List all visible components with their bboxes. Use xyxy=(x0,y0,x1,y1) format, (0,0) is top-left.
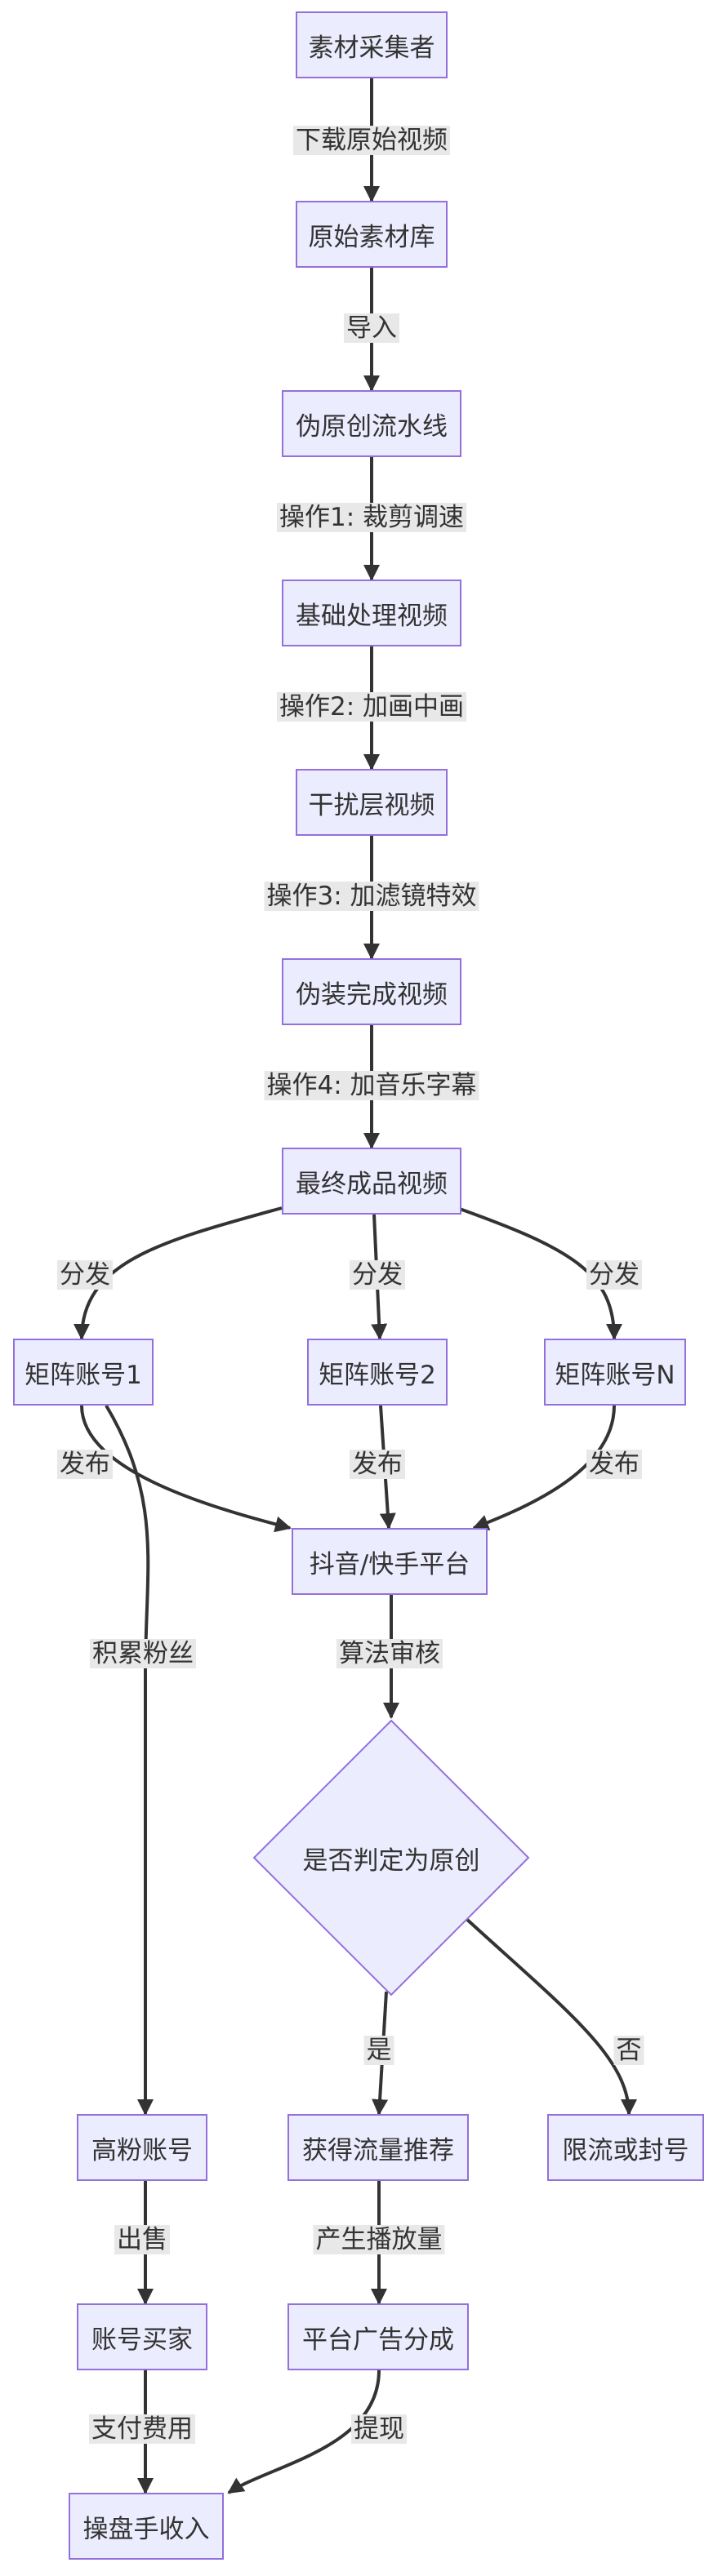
edge-label-withdraw: 提现 xyxy=(351,2414,407,2444)
node-ad-share: 平台广告分成 xyxy=(287,2303,469,2370)
edge-label-accumulate-fans: 积累粉丝 xyxy=(90,1639,196,1668)
node-platform: 抖音/快手平台 xyxy=(292,1528,488,1595)
edge-label-yes: 是 xyxy=(363,2036,394,2065)
edge-account1-highfans xyxy=(105,1404,154,2116)
node-pipeline: 伪原创流水线 xyxy=(282,390,461,457)
edge-ad-income xyxy=(227,2369,381,2494)
edge-label-op1: 操作1: 裁剪调速 xyxy=(276,503,467,532)
edge-label-publish-2: 发布 xyxy=(350,1450,405,1479)
node-collector: 素材采集者 xyxy=(296,11,448,78)
edge-label-publish-n: 发布 xyxy=(586,1450,642,1479)
node-raw-library: 原始素材库 xyxy=(296,201,448,268)
node-traffic: 获得流量推荐 xyxy=(287,2114,469,2181)
node-account-n: 矩阵账号N xyxy=(544,1339,686,1406)
edge-label-distribute-2: 分发 xyxy=(350,1260,405,1290)
edge-label-op3: 操作3: 加滤镜特效 xyxy=(264,882,479,911)
edge-account1-platform xyxy=(80,1405,292,1533)
edge-accountn-platform xyxy=(472,1405,616,1530)
edge-final-accountn xyxy=(457,1206,622,1340)
node-final-video: 最终成品视频 xyxy=(282,1148,461,1215)
edge-label-review: 算法审核 xyxy=(336,1639,443,1668)
edge-label-distribute-n: 分发 xyxy=(586,1260,642,1290)
node-buyer: 账号买家 xyxy=(77,2303,207,2370)
edge-label-op4: 操作4: 加音乐字幕 xyxy=(264,1071,479,1100)
node-account-1: 矩阵账号1 xyxy=(13,1339,154,1406)
node-high-fans: 高粉账号 xyxy=(77,2114,207,2181)
node-disguised: 伪装完成视频 xyxy=(282,958,461,1025)
edge-label-pay: 支付费用 xyxy=(89,2414,195,2444)
node-basic-video: 基础处理视频 xyxy=(282,580,461,646)
edge-label-download: 下载原始视频 xyxy=(293,126,450,155)
node-decision: 是否判定为原创 xyxy=(302,1845,480,1876)
edge-label-views: 产生播放量 xyxy=(313,2225,445,2254)
edge-label-import: 导入 xyxy=(344,313,399,343)
node-account-2: 矩阵账号2 xyxy=(307,1339,448,1406)
edge-label-publish-1: 发布 xyxy=(57,1450,113,1479)
decision-diamond xyxy=(252,1719,530,1996)
edge-label-no: 否 xyxy=(613,2036,644,2065)
edge-label-op2: 操作2: 加画中画 xyxy=(276,692,467,722)
node-income: 操盘手收入 xyxy=(69,2493,224,2560)
edge-final-account1 xyxy=(74,1206,283,1340)
node-limited: 限流或封号 xyxy=(547,2114,704,2181)
edge-label-sell: 出售 xyxy=(114,2225,170,2254)
edge-label-distribute-1: 分发 xyxy=(57,1260,113,1290)
edge-decision-limited xyxy=(464,1916,637,2116)
node-interference: 干扰层视频 xyxy=(296,769,448,836)
